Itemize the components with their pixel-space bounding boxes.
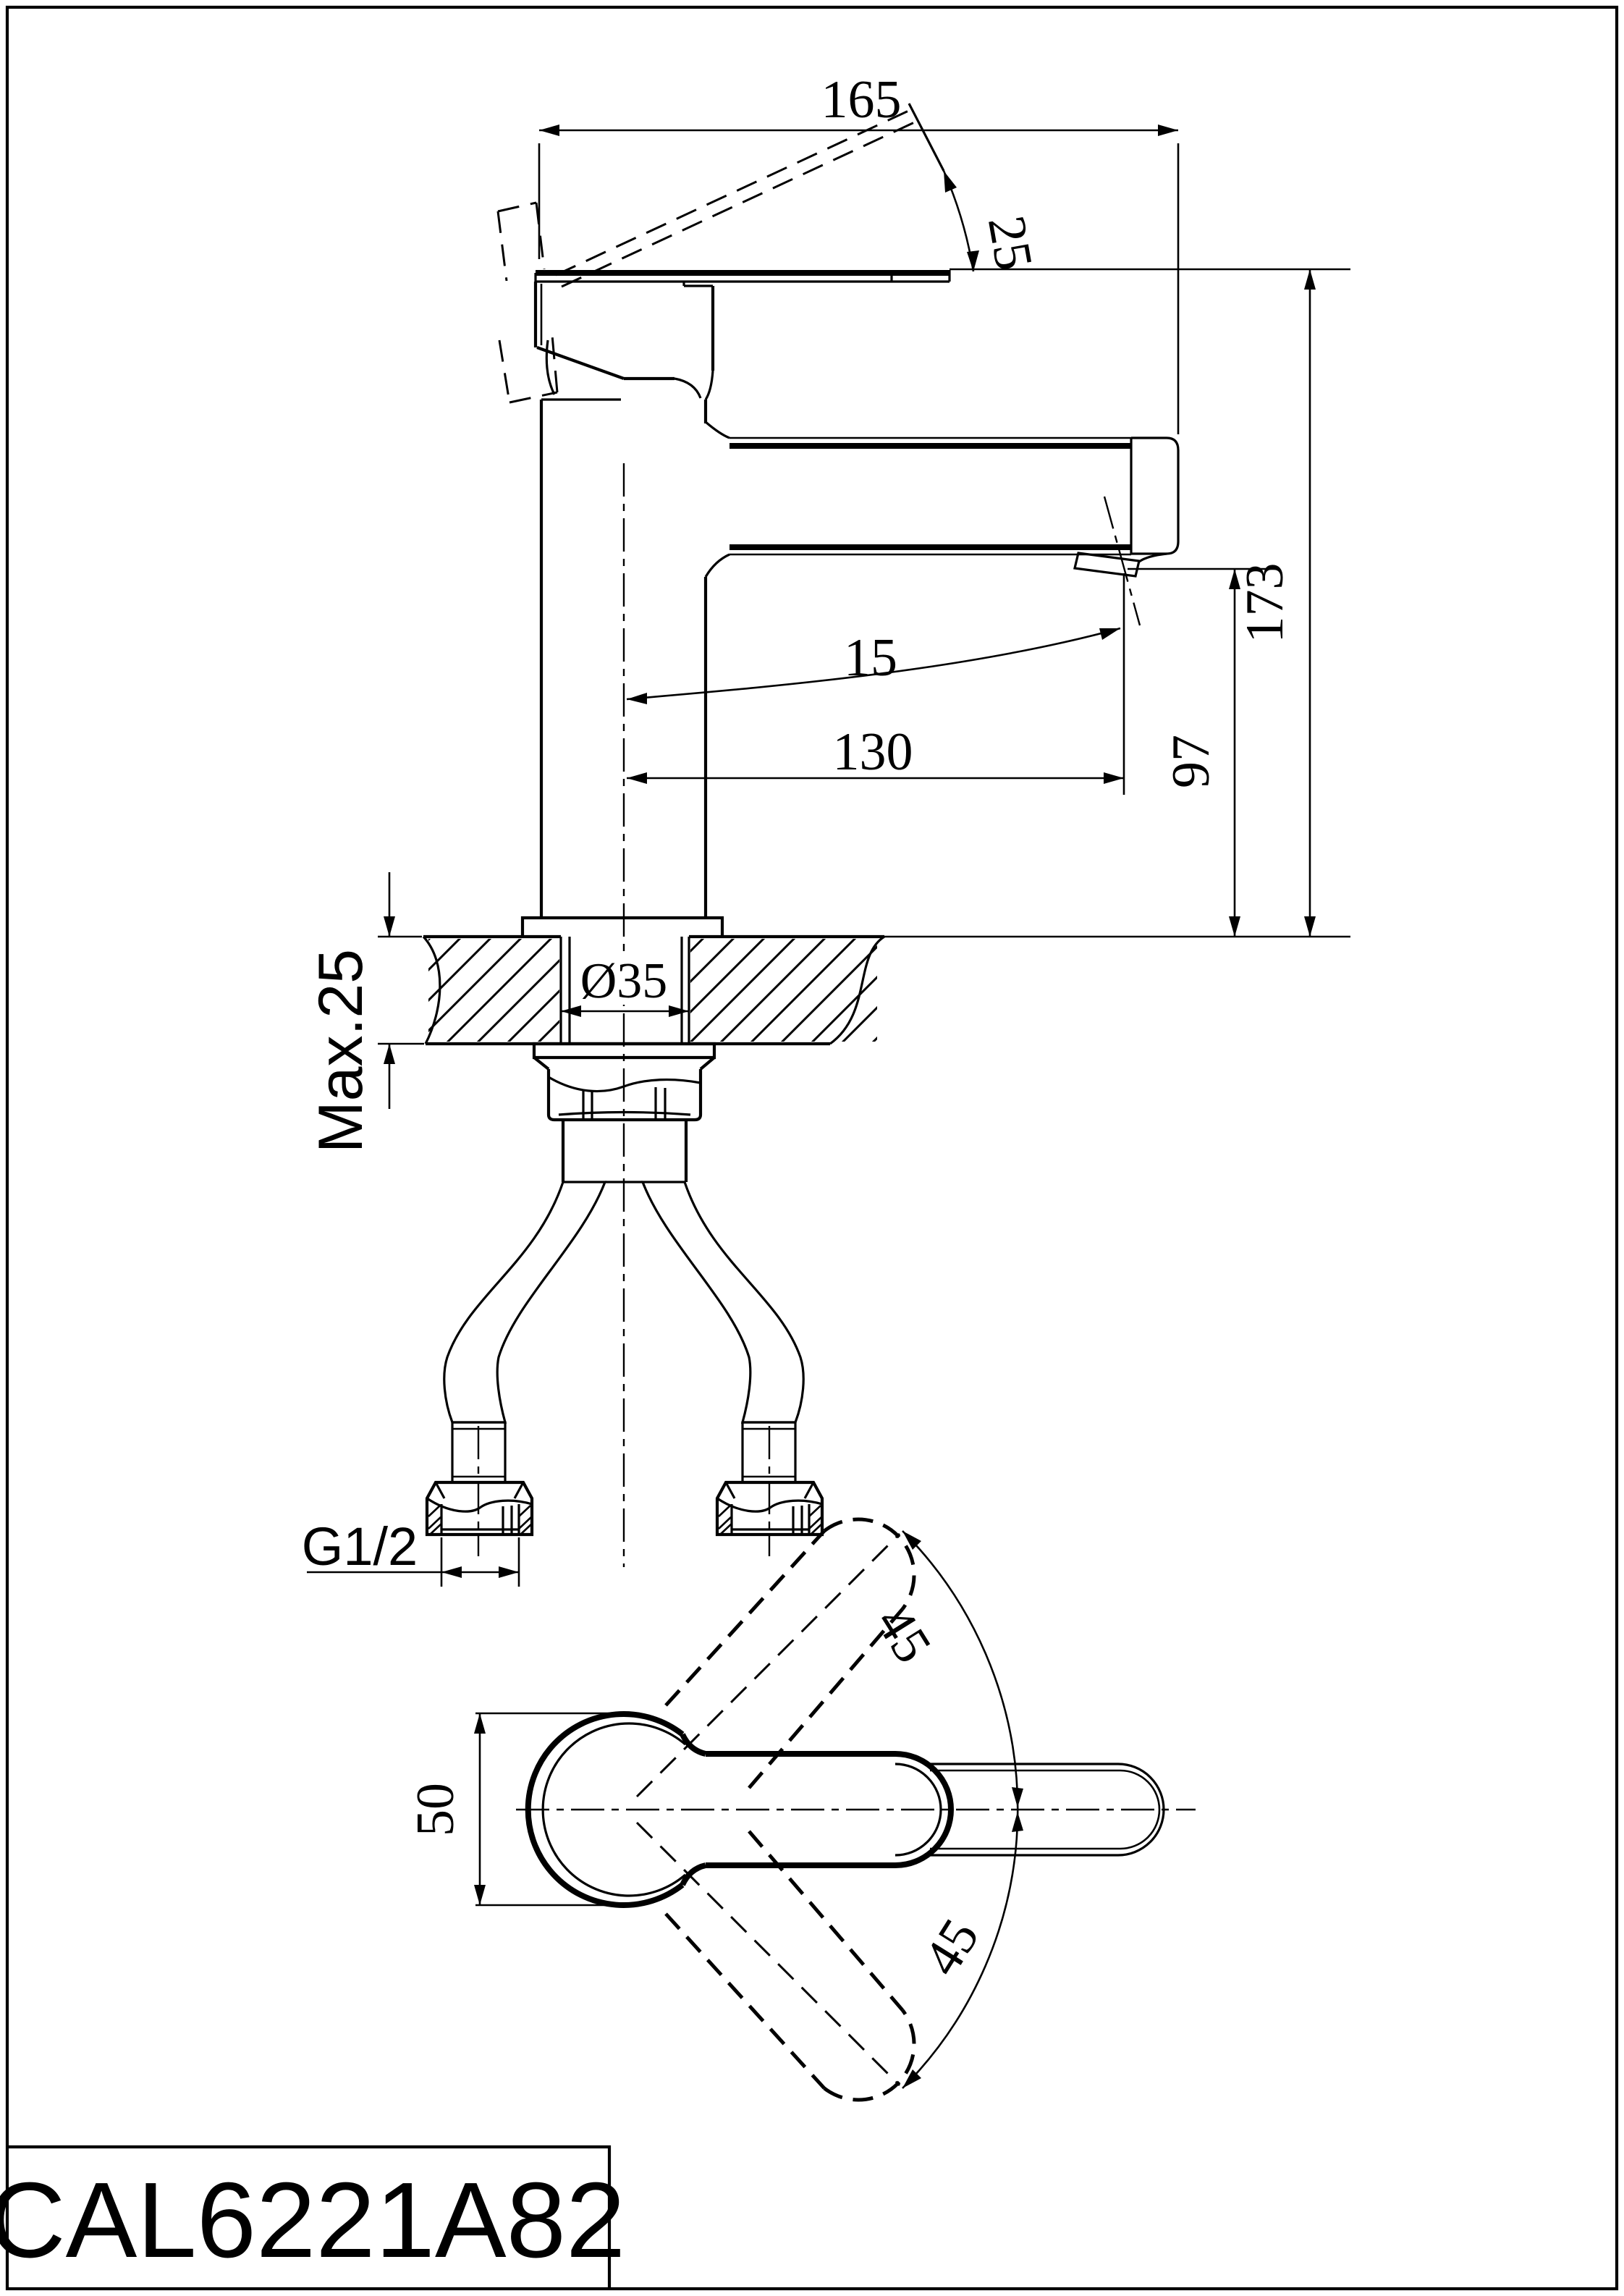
swing-axis-down xyxy=(635,1821,901,2087)
handle-lever xyxy=(534,270,951,283)
dim-supply-thread: G1/2 xyxy=(302,1516,418,1577)
title-block-border xyxy=(7,2145,612,2289)
dimension-hole-diameter: Ø35 xyxy=(561,953,689,1017)
handle-rotated-dashed xyxy=(664,1517,916,2102)
deck-break-edge-left xyxy=(422,935,441,1044)
handle-grip-cap xyxy=(895,1751,954,1868)
deck-break-edge-right xyxy=(829,935,885,1045)
spout xyxy=(704,421,1180,578)
threaded-shank xyxy=(559,937,690,1044)
dimension-50: 50 xyxy=(406,1712,637,1907)
title-block: CAL6221A82 xyxy=(0,2145,625,2289)
top-view: 50 45 45 xyxy=(406,1517,1196,2102)
dimension-173: 173 xyxy=(884,268,1350,938)
dim-spout-reach: 130 xyxy=(833,722,913,782)
raised-handle-end-cap xyxy=(908,103,945,172)
outlet-axis-centerline xyxy=(1103,496,1141,626)
dim-deck-thickness: Max.25 xyxy=(306,949,376,1153)
dimension-15: 15 xyxy=(626,627,1121,704)
mixer-body xyxy=(533,282,715,401)
handle-tip-tube xyxy=(927,1763,1118,1857)
dim-outlet-tilt: 15 xyxy=(844,628,897,688)
handle-raised-dashed xyxy=(496,103,945,404)
lock-nut xyxy=(546,1069,703,1122)
sheet-border xyxy=(5,5,1619,2291)
dim-hole-text-backing xyxy=(566,953,683,1005)
dimension-25-angle: 25 xyxy=(942,170,1044,274)
dimension-97: 97 xyxy=(1128,567,1277,937)
side-view: 165 25 15 130 97 xyxy=(302,70,1350,1587)
dim-overall-height: 173 xyxy=(1235,563,1295,643)
dim-total-reach: 165 xyxy=(821,70,902,130)
base-flange xyxy=(520,916,724,937)
dim-hole-diameter: Ø35 xyxy=(580,953,668,1009)
spout-end-cap xyxy=(1131,436,1180,555)
supply-stub xyxy=(561,1120,688,1182)
dimension-max25: Max.25 xyxy=(306,872,424,1153)
aerator xyxy=(1073,552,1141,578)
hose-end-nuts xyxy=(425,1480,824,1537)
locking-hardware xyxy=(532,1042,716,1183)
dimension-130: 130 xyxy=(627,573,1125,795)
dim-outlet-height: 97 xyxy=(1162,735,1221,788)
dim-handle-width: 50 xyxy=(406,1783,465,1836)
dim-handle-angle: 25 xyxy=(976,211,1044,274)
part-number: CAL6221A82 xyxy=(0,2161,625,2280)
handle-swing-arc xyxy=(545,339,556,395)
dimension-thread: G1/2 xyxy=(302,1516,520,1587)
handle-bell-inner xyxy=(541,1722,687,1897)
body-column xyxy=(539,400,708,916)
dimension-165: 165 xyxy=(538,70,1180,434)
swing-axis-up xyxy=(635,1532,901,1798)
